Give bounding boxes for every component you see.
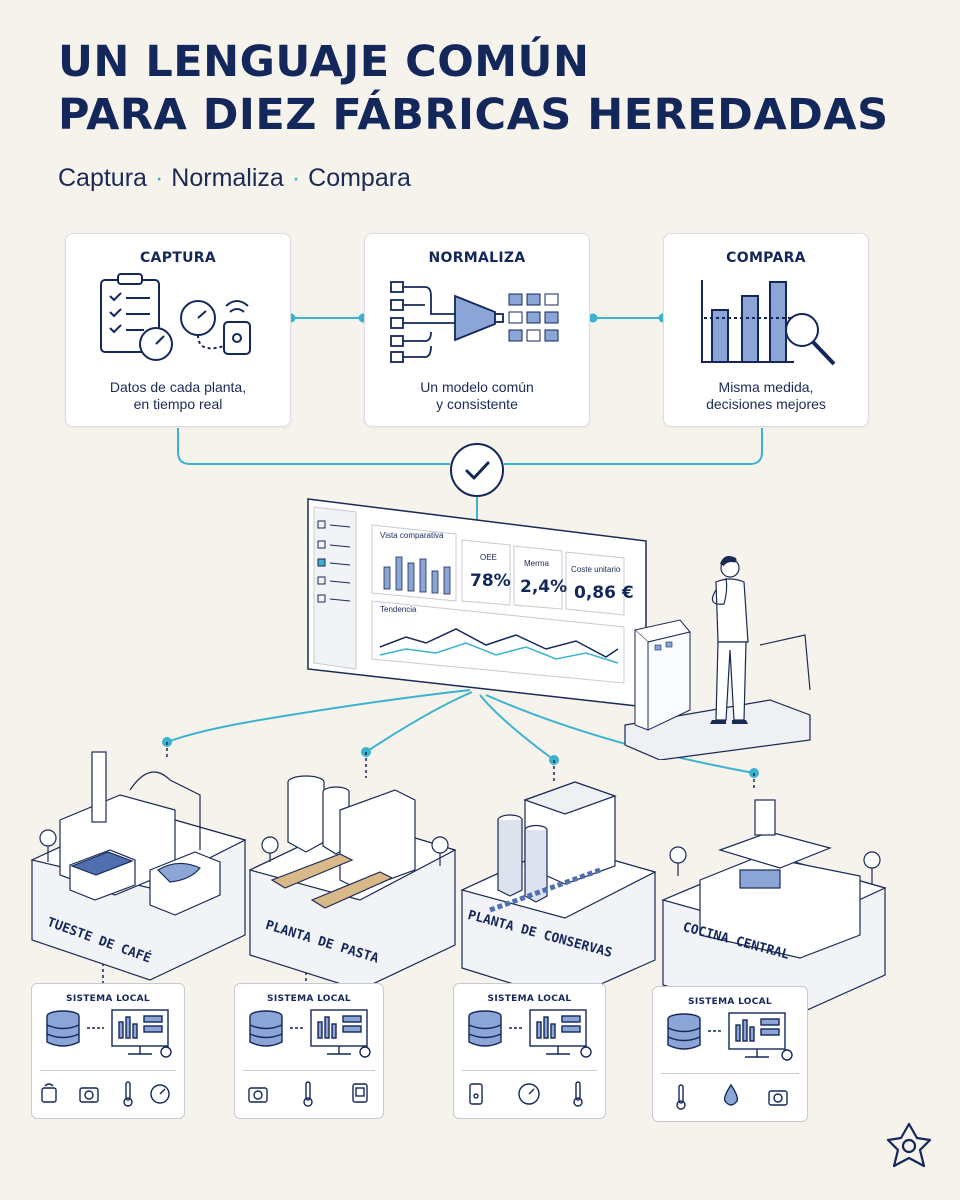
monitor-frame	[307, 498, 647, 708]
clipboard-gauge-sensor-icon	[100, 273, 251, 361]
stage-title: CAPTURA	[139, 250, 216, 266]
database-monitor-icon	[41, 1009, 172, 1107]
funnel-grid-icon	[390, 281, 559, 363]
local-system-title: SISTEMA LOCAL	[66, 994, 150, 1004]
kpi-merma-label: Merma	[524, 559, 549, 568]
local-system-pasta: SISTEMA LOCAL	[234, 983, 384, 1119]
title-line-1: UN LENGUAJE COMÚN	[58, 37, 590, 87]
subtitle-captura: Captura	[58, 164, 147, 192]
database-monitor-icon	[248, 1009, 371, 1107]
subtitle: Captura·Normaliza·Compara	[58, 164, 411, 192]
kpi-cost-label: Coste unitario	[571, 565, 621, 574]
stage-title: NORMALIZA	[428, 250, 526, 266]
local-system-conservas: SISTEMA LOCAL	[453, 983, 606, 1119]
database-monitor-icon	[468, 1009, 592, 1107]
local-system-title: SISTEMA LOCAL	[487, 994, 572, 1004]
stage-card-compara: COMPARA Misma medida,decisiones mejores	[663, 233, 869, 427]
kpi-oee-label: OEE	[480, 553, 497, 562]
kpi-merma-value: 2,4%	[520, 577, 568, 597]
logo-icon	[886, 1122, 932, 1168]
local-system-title: SISTEMA LOCAL	[267, 994, 351, 1004]
trend-panel-title: Tendencia	[380, 605, 417, 614]
page-title: UN LENGUAJE COMÚN PARA DIEZ FÁBRICAS HER…	[58, 36, 938, 142]
check-icon	[450, 443, 504, 497]
subtitle-compara: Compara	[308, 164, 411, 192]
stage-title: COMPARA	[726, 250, 806, 266]
kpi-oee-value: 78%	[470, 571, 511, 591]
local-system-title: SISTEMA LOCAL	[688, 997, 772, 1007]
local-system-coffee: SISTEMA LOCAL	[31, 983, 185, 1119]
stage-desc: Misma medida,decisiones mejores	[706, 379, 826, 412]
stage-desc: Datos de cada planta,en tiempo real	[109, 379, 247, 412]
database-monitor-icon	[667, 1012, 793, 1110]
kpi-cost-value: 0,86 €	[574, 583, 634, 603]
manager-figure-icon	[624, 556, 811, 760]
bar-chart-magnifier-icon	[701, 280, 836, 366]
subtitle-normaliza: Normaliza	[171, 164, 284, 192]
stage-card-captura: CAPTURA Datos de cada planta,en tiempo r…	[65, 233, 291, 427]
comparative-panel-title: Vista comparativa	[380, 531, 444, 540]
dashboard-monitor: Vista comparativa Tendencia OEE 78% Merm…	[306, 497, 648, 708]
local-system-kitchen: SISTEMA LOCAL	[652, 986, 808, 1122]
title-line-2: PARA DIEZ FÁBRICAS HEREDADAS	[58, 90, 889, 140]
